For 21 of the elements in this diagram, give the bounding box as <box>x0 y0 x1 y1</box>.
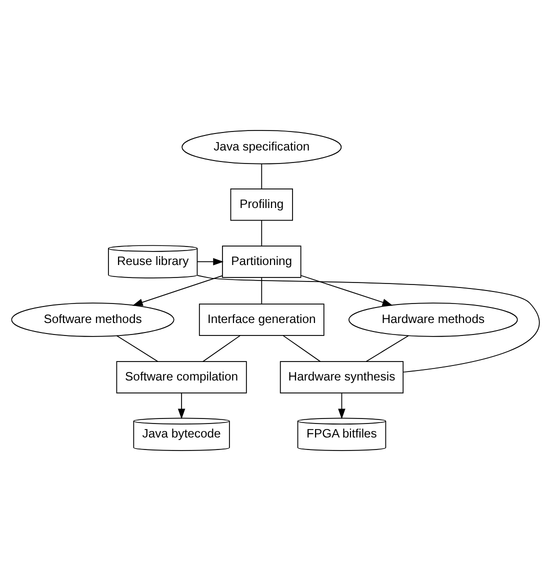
arrow <box>300 274 393 306</box>
connector <box>261 162 262 189</box>
node-ellipse: Software methods <box>11 302 174 336</box>
arrow <box>197 258 224 265</box>
connector <box>197 274 540 372</box>
connector <box>282 334 321 362</box>
node-box: Software compilation <box>116 360 247 393</box>
node-ellipse: Hardware methods <box>348 302 518 336</box>
connector <box>116 334 158 362</box>
node-ellipse: Java specification <box>182 129 342 164</box>
arrow <box>132 274 222 306</box>
node-box: Hardware synthesis <box>280 360 404 393</box>
connector <box>366 334 409 362</box>
node-box: Profiling <box>230 188 293 220</box>
node-box: Interface generation <box>198 303 324 336</box>
node-box: Partitioning <box>222 245 302 278</box>
arrow <box>178 392 186 419</box>
connector <box>261 276 262 304</box>
arrow <box>338 392 346 419</box>
connector <box>261 219 262 246</box>
connector <box>202 334 241 362</box>
